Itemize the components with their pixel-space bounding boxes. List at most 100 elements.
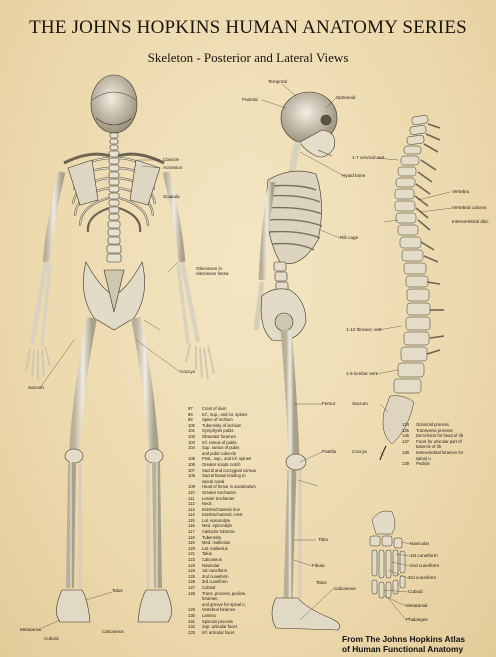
label-tibia: Tibia	[318, 537, 328, 542]
label-cervical: 1-7 cervical vert.	[352, 155, 386, 160]
legend-text: Greater sciatic notch	[202, 462, 240, 467]
legend-text: Facet for articular part of	[416, 439, 462, 444]
legend-number: 108	[188, 473, 202, 479]
legend-list: 97Crest of ilium98Inf., sup., and int. s…	[188, 406, 256, 635]
legend-text: Tuberosity of ischium	[202, 423, 241, 428]
legend-text: Spine of ischium	[202, 417, 233, 422]
legend-number: 139	[402, 461, 416, 467]
legend-text: Navicular	[202, 563, 219, 568]
legend-text: Inf. articular facet	[202, 630, 234, 635]
legend-text: sacral canal	[202, 479, 224, 484]
label-thoracic: 1-12 thoracic vert.	[346, 327, 383, 332]
legend-text: Spinous process	[202, 619, 233, 624]
lateral-skeleton	[256, 92, 340, 630]
legend-text: Sup. articular facet	[202, 624, 237, 629]
legend-text: Cuboid	[202, 585, 215, 590]
label-intervertebral-disc: Intervertebral disc	[452, 219, 489, 224]
label-clavicle: Clavicle	[163, 157, 179, 162]
legend-list-spine: 134Odontoid process135Transverse process…	[402, 422, 463, 467]
label-vertebra: Vertebra	[452, 189, 469, 194]
legend-text: Odontoid process	[416, 422, 449, 427]
legend-text: 1st cuneiform	[202, 568, 227, 573]
legend-text: Demi-facet for head of rib	[416, 433, 463, 438]
label-vertebral-column: Vertebral column	[452, 205, 486, 210]
label-sacrum-posterior: Sacrum	[28, 385, 44, 390]
legend-text: Neck	[202, 501, 212, 506]
label-hyoid: Hyoid bone	[342, 173, 365, 178]
legend-text: and pubic tubercle	[202, 451, 236, 456]
label-lumbar: 1-5 lumbar vert.	[346, 371, 378, 376]
legend-text: Intertrochanteric crest	[202, 512, 243, 517]
label-patella: Patella	[322, 449, 336, 454]
label-sphenoid: Sphenoid	[336, 95, 355, 100]
label-scapula: Scapula	[163, 194, 180, 199]
vertebral-column-illustration	[380, 115, 430, 460]
posterior-skeleton	[26, 75, 214, 622]
legend-text: Head of femur in acetabulum	[202, 484, 256, 489]
legend-text: tubercle of rib	[416, 444, 441, 449]
label-second-cuneiform: 2nd cuneiform	[410, 563, 439, 568]
legend-number: 133	[188, 630, 202, 636]
legend-text: Med. malleolus	[202, 540, 230, 545]
legend-text: foramen,	[202, 596, 219, 601]
legend-text: Calcaneus	[202, 557, 222, 562]
credit-line-2: of Human Functional Anatomy	[342, 644, 465, 654]
legend-text: Symphysis pubis	[202, 428, 233, 433]
legend-text: Vertebral foramen	[202, 607, 235, 612]
legend-entry: 138Intervertebral foramen for	[402, 450, 463, 456]
label-calcaneus-lateral: Calcaneus	[334, 586, 356, 591]
legend-text: Greater trochanter	[202, 490, 236, 495]
legend-text: Med. epicondyle	[202, 523, 233, 528]
label-cuboid-posterior: Cuboid	[44, 636, 59, 641]
label-talus-lateral: Talus	[316, 580, 327, 585]
legend-number: 138	[402, 450, 416, 456]
legend-text: Talus	[202, 551, 212, 556]
label-fibula: Fibula	[312, 563, 325, 568]
label-third-cuneiform: 3rd cuneiform	[408, 575, 436, 580]
legend-text: Transverse process	[416, 428, 453, 433]
label-olecranon: Olecranon in olecranon fossa	[196, 266, 242, 276]
legend-text: Obturator foramen	[202, 434, 236, 439]
legend-text: Lat. malleolus	[202, 546, 228, 551]
legend-text: Pedicle	[416, 461, 430, 466]
legend-text: Sacral and coccygeal cornua	[202, 468, 256, 473]
legend-text: Lamina	[202, 613, 216, 618]
label-metatarsal-foot: Metatarsal	[406, 603, 427, 608]
legend-text: spinal n.	[416, 456, 432, 461]
legend-text: Crest of ilium	[202, 406, 226, 411]
label-cuboid-foot: Cuboid	[408, 589, 423, 594]
label-rib-cage: Rib cage	[340, 235, 358, 240]
label-talus-posterior: Talus	[112, 588, 123, 593]
label-temporal: Temporal	[268, 79, 287, 84]
legend-text: Adductor tubercle	[202, 529, 235, 534]
label-parietal: Parietal	[242, 97, 258, 102]
legend-number: 104	[188, 445, 202, 451]
legend-text: Sacral hiatus leading to	[202, 473, 246, 478]
label-coccyx-posterior: Coccyx	[180, 369, 195, 374]
atlas-credit: From The Johns Hopkins Atlas of Human Fu…	[342, 634, 465, 654]
legend-entry: 133Inf. articular facet	[188, 630, 256, 636]
label-sacrum-spine: Sacrum	[352, 401, 368, 406]
legend-text: Trans. process, pedicle,	[202, 591, 246, 596]
legend-text: Post., sup., and inf. spines	[202, 456, 251, 461]
legend-text: Lat. epicondyle	[202, 518, 230, 523]
label-femur: Femur	[322, 401, 335, 406]
legend-text: Inf. ramus of pubis	[202, 440, 236, 445]
label-navicular: Navicular	[410, 541, 429, 546]
legend-text: Sup. ramus of pubis	[202, 445, 239, 450]
legend-text: Tuberosity	[202, 535, 221, 540]
credit-line-1: From The Johns Hopkins Atlas	[342, 634, 465, 644]
legend-text: Intervertebral foramen for	[416, 450, 463, 455]
legend-text: Lesser trochanter	[202, 496, 235, 501]
label-calcaneus-posterior: Calcaneus	[102, 629, 124, 634]
legend-text: and groove for spinal n.	[202, 602, 246, 607]
legend-text: 2nd cuneiform	[202, 574, 229, 579]
label-phalanges: Phalanges	[406, 617, 428, 622]
label-metatarsal-posterior: Metatarsal	[20, 627, 41, 632]
legend-text: Intertrochanteric line	[202, 507, 240, 512]
legend-text: 3rd cuneiform	[202, 579, 228, 584]
label-acromion: Acromion	[163, 165, 182, 170]
legend-text: Inf., sup., and int. spines	[202, 412, 247, 417]
label-first-cuneiform: 1st cuneiform	[410, 553, 438, 558]
